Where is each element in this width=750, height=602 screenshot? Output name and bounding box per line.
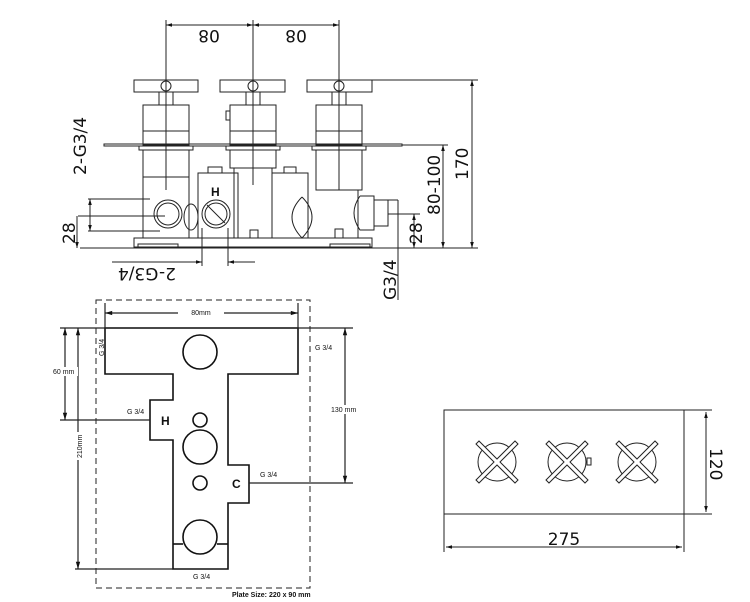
plate-size-label: Plate Size: 220 x 90 mm: [232, 592, 311, 599]
front-width-label: 275: [548, 530, 580, 550]
side-view: 08 08 2-G3/4 28 2-G3/4 G3/4 28 80-100 17…: [60, 20, 478, 300]
knob-middle: [545, 440, 592, 484]
inlet-left-label: 2-G3/4: [71, 117, 91, 175]
dim-210-label: 210mm: [77, 434, 84, 458]
top-left-port-label: G 3/4: [99, 339, 106, 356]
height-left-label: 28: [60, 222, 80, 244]
bottom-port-label: G 3/4: [193, 574, 210, 581]
cold-port-label: G 3/4: [260, 472, 277, 479]
cold-label: C: [232, 477, 241, 491]
hot-port-label: G 3/4: [127, 409, 144, 416]
plate-width-label: 80mm: [191, 310, 211, 317]
total-height-label: 170: [453, 148, 473, 180]
hot-label: H: [161, 414, 170, 428]
outlet-label: G3/4: [381, 259, 401, 300]
depth-label: 80-100: [425, 155, 445, 215]
front-view: 275 120: [443, 409, 725, 552]
dim-60-label: 60 mm: [53, 369, 75, 376]
spacing-right-label: 08: [285, 25, 307, 45]
front-height-label: 120: [705, 448, 725, 480]
knob-right: [615, 440, 659, 484]
hot-mark: H: [211, 185, 220, 199]
inlet-bottom-label: 2-G3/4: [118, 263, 176, 283]
height-right-label: 28: [407, 222, 427, 244]
plate-view: 80mm G 3/4 G 3/4 G 3/4 G 3/4 G 3/4 60 mm…: [52, 299, 364, 599]
top-right-port-label: G 3/4: [315, 345, 332, 352]
knob-left: [475, 440, 519, 484]
dim-130-label: 130 mm: [331, 407, 356, 414]
spacing-left-label: 08: [198, 25, 220, 45]
